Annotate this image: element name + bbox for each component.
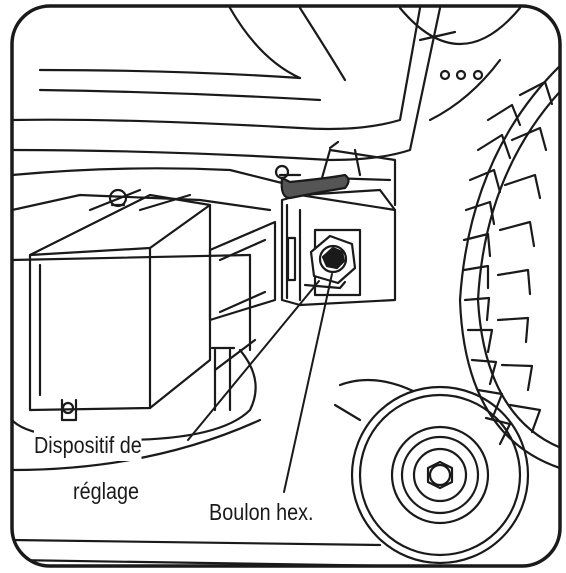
frame-border — [10, 4, 562, 568]
leader-line-hex-bolt — [283, 273, 333, 493]
label-adjustment-device-line1: Dispositif de — [34, 430, 142, 461]
lift-handle — [274, 140, 350, 200]
leader-lines — [187, 273, 333, 493]
label-hex-bolt: Boulon hex. — [209, 497, 314, 528]
seat-fender — [12, 6, 522, 162]
rear-tire — [458, 58, 560, 472]
engine-box — [28, 188, 277, 412]
leader-line-adjustment-device — [187, 280, 320, 441]
hex-nut — [303, 234, 357, 290]
front-roller — [333, 378, 530, 565]
label-adjustment-device-line2: réglage — [73, 476, 139, 507]
